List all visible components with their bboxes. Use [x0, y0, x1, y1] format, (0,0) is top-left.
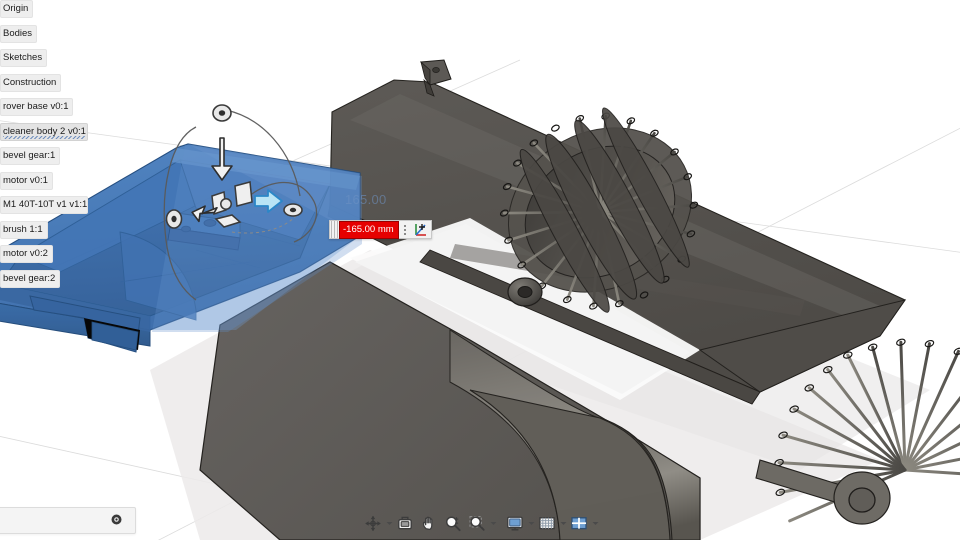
marking-menu-dot-icon[interactable] — [111, 512, 122, 530]
grid-icon — [539, 516, 555, 529]
gizmo-arrow-up-graphic — [211, 137, 233, 181]
tree-item-sketches[interactable]: Sketches — [0, 49, 48, 67]
gizmo-arrow-backleft-graphic — [191, 205, 218, 223]
tree-item-origin[interactable]: Origin — [0, 0, 34, 18]
tree-item-label: cleaner body 2 v0:1 — [3, 125, 86, 137]
move-gizmo-graphics — [163, 104, 318, 301]
tree-item-label: Construction — [3, 76, 57, 88]
viewport-layout-icon — [571, 516, 587, 529]
viewports-dropdown-caret[interactable] — [592, 514, 599, 533]
tree-item-motor-1[interactable]: motor v0:1 — [0, 171, 53, 190]
tree-item-bodies[interactable]: Bodies — [0, 24, 38, 43]
browser-tree[interactable]: Origin Bodies Sketches Construction rove… — [0, 0, 92, 294]
tree-item-cleaner-body[interactable]: cleaner body 2 v0:1 — [0, 122, 88, 141]
move-axis-icon[interactable] — [411, 221, 431, 238]
gizmo-rotate-handle-left — [165, 209, 183, 229]
navigation-toolbar[interactable] — [359, 510, 602, 536]
tree-item-bevel-gear-2[interactable]: bevel gear:2 — [0, 269, 61, 288]
display-settings-button[interactable] — [504, 511, 527, 535]
tree-item-m1-gear[interactable]: M1 40T-10T v1 v1:1 — [0, 196, 88, 214]
dot-glyph — [111, 514, 122, 524]
display-monitor-icon — [507, 516, 523, 531]
tree-item-label: Origin — [3, 3, 29, 14]
orbit-button[interactable] — [362, 511, 385, 535]
look-at-button[interactable] — [394, 511, 417, 535]
tree-item-label: motor v0:2 — [3, 248, 48, 259]
zoom-window-dropdown-caret[interactable] — [490, 514, 497, 533]
more-options-icon[interactable] — [399, 221, 411, 238]
zoom-icon — [446, 516, 461, 531]
tree-item-label: bevel gear:1 — [3, 150, 56, 161]
gizmo-center-sphere — [220, 198, 232, 210]
tree-item-bevel-gear-1[interactable]: bevel gear:1 — [0, 147, 61, 165]
tree-item-label: motor v0:1 — [3, 174, 48, 186]
zoom-window-icon — [469, 515, 485, 531]
tree-item-label: brush 1:1 — [3, 223, 43, 235]
drag-grip-icon[interactable] — [331, 221, 338, 238]
tree-item-label: Bodies — [3, 27, 33, 39]
grid-snaps-button[interactable] — [536, 511, 559, 535]
display-settings-dropdown-caret[interactable] — [528, 514, 535, 533]
tree-item-brush[interactable]: brush 1:1 — [0, 220, 48, 239]
orbit-icon — [365, 515, 381, 531]
gizmo-arrow-right-graphic — [254, 189, 283, 213]
tree-item-construction[interactable]: Construction — [0, 73, 62, 92]
zoom-button[interactable] — [442, 511, 465, 535]
zoom-window-button[interactable] — [466, 511, 489, 535]
grid-snaps-dropdown-caret[interactable] — [560, 514, 567, 533]
look-at-icon — [398, 516, 412, 529]
axis-triad-glyph — [415, 224, 427, 236]
tree-item-label: bevel gear:2 — [3, 272, 56, 284]
gizmo-plane-xy — [214, 214, 242, 228]
gizmo-rotate-handle-right — [283, 203, 303, 217]
gizmo-plane-xz — [234, 181, 253, 207]
pan-hand-icon — [422, 516, 433, 530]
tree-item-motor-2[interactable]: motor v0:2 — [0, 245, 53, 263]
tree-item-label: M1 40T-10T v1 v1:1 — [3, 199, 88, 210]
pan-button[interactable] — [418, 511, 441, 535]
brush-roller-right — [755, 338, 960, 525]
tree-item-label: rover base v0:1 — [3, 101, 69, 112]
tree-item-label: Sketches — [3, 52, 43, 63]
brush-roller-center — [499, 107, 699, 313]
comments-panel[interactable] — [0, 507, 136, 534]
orbit-dropdown-caret[interactable] — [386, 514, 393, 533]
distance-input[interactable]: -165.00 mm — [339, 220, 399, 239]
distance-value-hud[interactable]: -165.00 mm — [329, 220, 432, 239]
gizmo-rotate-handle-top — [212, 104, 232, 122]
tree-item-rover-base[interactable]: rover base v0:1 — [0, 98, 74, 116]
viewports-button[interactable] — [568, 511, 591, 535]
